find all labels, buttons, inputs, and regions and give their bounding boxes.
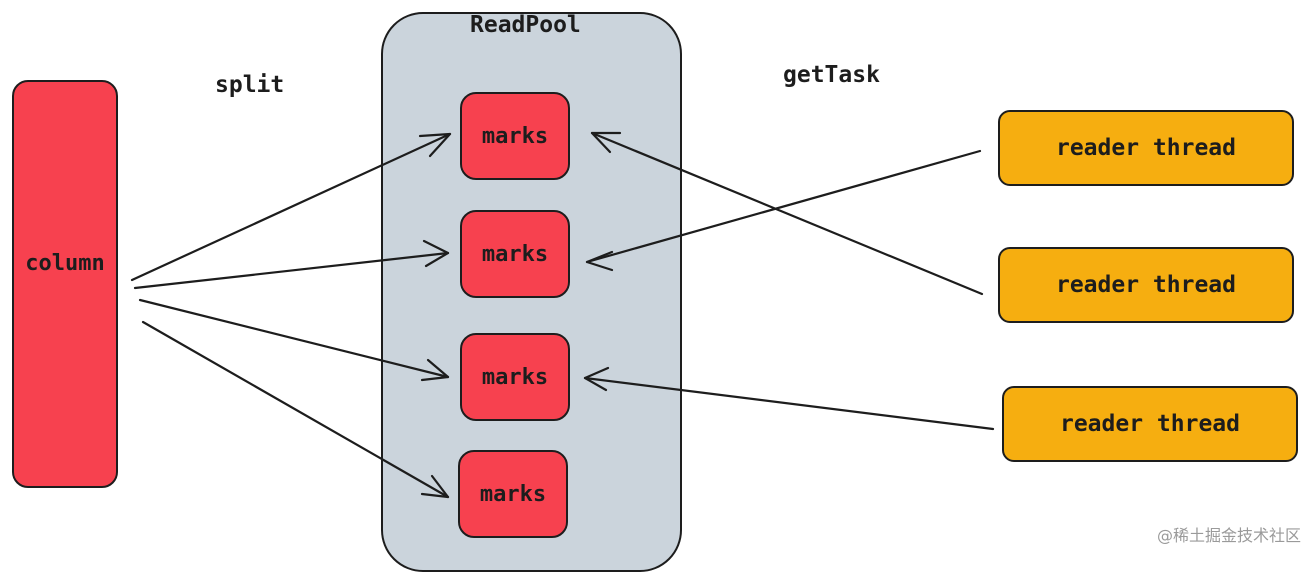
- read-pool-title: ReadPool: [470, 12, 581, 38]
- marks-box-1: marks: [460, 92, 570, 180]
- reader-thread-label: reader thread: [1059, 411, 1240, 437]
- marks-box-3: marks: [460, 333, 570, 421]
- marks-box-4: marks: [458, 450, 568, 538]
- marks-label: marks: [479, 481, 547, 507]
- marks-label: marks: [481, 241, 549, 267]
- column-box: column: [12, 80, 118, 488]
- split-arrow-1: [130, 132, 452, 282]
- arrows-layer: [130, 131, 995, 499]
- column-label: column: [25, 251, 105, 276]
- reader-thread-label: reader thread: [1055, 135, 1236, 161]
- marks-label: marks: [481, 364, 549, 390]
- reader-thread-box-1: reader thread: [998, 110, 1294, 186]
- split-arrow-4: [141, 320, 450, 499]
- gettask-arrow-2: [585, 149, 982, 272]
- split-arrow-3: [138, 298, 450, 382]
- split-arrow-2: [133, 239, 450, 290]
- reader-thread-box-3: reader thread: [1002, 386, 1298, 462]
- watermark-text: @稀土掘金技术社区: [1156, 526, 1301, 545]
- gettask-arrow-1: [590, 131, 984, 296]
- gettask-arrow-3: [583, 366, 995, 431]
- marks-label: marks: [481, 123, 549, 149]
- marks-box-2: marks: [460, 210, 570, 298]
- reader-thread-box-2: reader thread: [998, 247, 1294, 323]
- split-label: split: [215, 72, 285, 98]
- reader-thread-label: reader thread: [1055, 272, 1236, 298]
- gettask-label: getTask: [783, 62, 880, 88]
